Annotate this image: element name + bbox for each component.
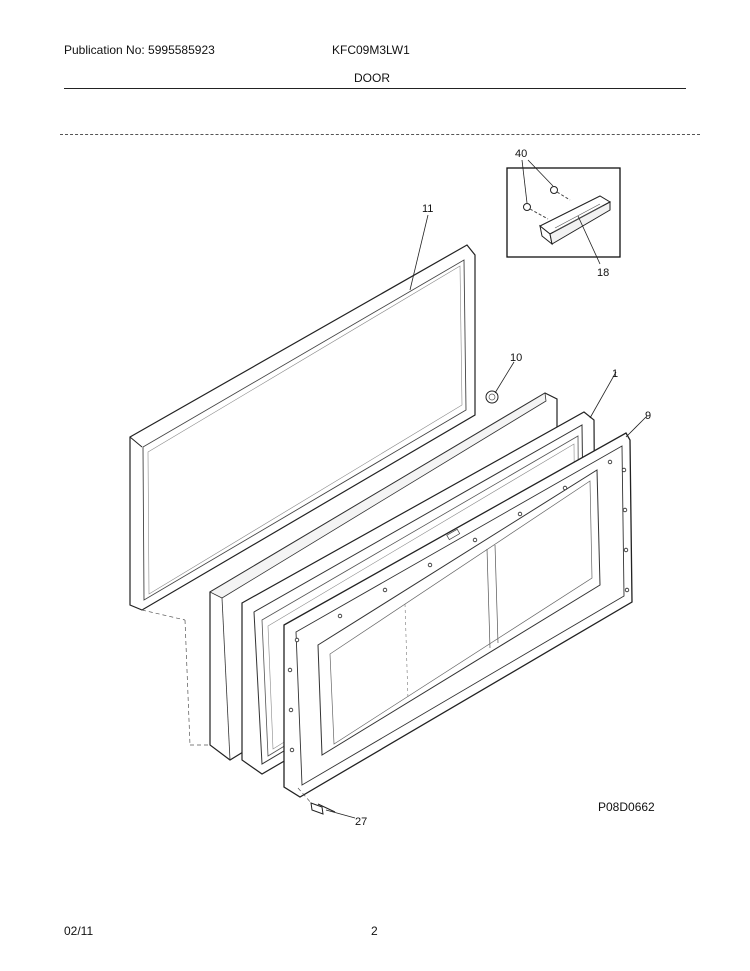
header-rule: [64, 88, 686, 89]
callout-1: 1: [612, 368, 618, 380]
callout-40: 40: [515, 148, 527, 160]
door-screw: [310, 802, 336, 815]
leader-lines: [325, 159, 648, 819]
model-number: KFC09M3LW1: [332, 43, 410, 57]
alignment-lines: [141, 609, 313, 805]
callout-27: 27: [355, 816, 367, 828]
callout-9: 9: [645, 410, 651, 422]
handle-inset: [506, 167, 621, 258]
handle-screws: [523, 186, 571, 220]
page-number: 2: [371, 924, 378, 938]
door-liner-panel: [129, 244, 476, 611]
drawing-code: P08D0662: [598, 800, 655, 814]
door-plug: [485, 390, 499, 404]
handle-part: [539, 195, 612, 246]
dashed-divider: [60, 134, 700, 135]
outer-door-panel: [283, 432, 633, 798]
callout-11: 11: [422, 203, 433, 215]
section-title: DOOR: [354, 71, 390, 85]
footer-date: 02/11: [64, 924, 94, 938]
publication-number: Publication No: 5995585923: [64, 43, 215, 57]
callout-10: 10: [510, 352, 522, 364]
callout-18: 18: [597, 267, 609, 279]
